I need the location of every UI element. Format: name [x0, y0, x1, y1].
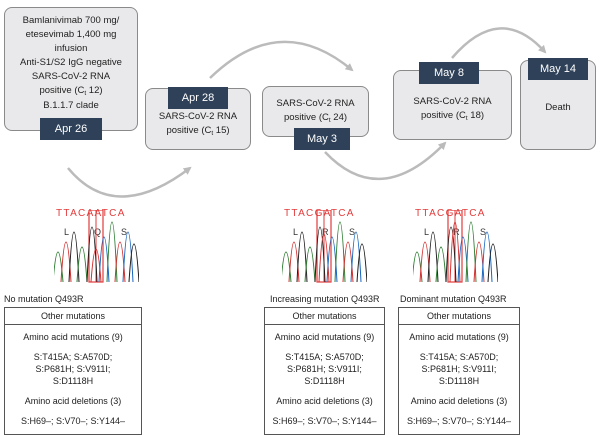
trace-peak [449, 221, 461, 283]
trace-peak [314, 226, 326, 283]
trace-peak [106, 221, 118, 283]
aa-label: R [322, 227, 329, 237]
trace-peak [296, 231, 308, 283]
dna-sequence: TTACGATCA [415, 208, 486, 219]
table-header: Other mutations [265, 308, 384, 325]
aa-mut-title: Amino acid mutations (9) [274, 332, 375, 342]
date-apr28: Apr 28 [168, 87, 228, 109]
aa-mut-line: S:D1118H [438, 376, 480, 386]
table-header: Other mutations [399, 308, 519, 325]
event-text: Bamlanivimab 700 mg/ [22, 15, 120, 26]
aa-mut-line: S:T415A; S:A570D; [285, 352, 364, 362]
trace-peak [334, 221, 346, 283]
event-text: Death [545, 102, 571, 113]
trace-peak [465, 221, 477, 283]
chromatogram-trace [282, 210, 367, 283]
chromatogram-panel-2: TTACGATCA L R S Increasing mutation Q493… [266, 0, 380, 304]
event-box-apr26: Bamlanivimab 700 mg/ etesevimab 1,400 mg… [4, 7, 138, 131]
aa-label: L [293, 227, 299, 237]
mutation-table-2: Other mutations Amino acid mutations (9)… [264, 307, 385, 435]
trace-peak [68, 231, 80, 283]
aa-mut-title: Amino acid mutations (9) [23, 332, 123, 342]
arrow-3 [324, 141, 447, 181]
event-text: B.1.1.7 clade [43, 100, 99, 111]
aa-label: L [424, 227, 430, 237]
aa-label: S [480, 227, 487, 237]
trace-peak [350, 231, 362, 283]
aa-del-title: Amino acid deletions (3) [24, 396, 122, 406]
trace-peak [304, 246, 316, 283]
trace-peak [86, 226, 98, 283]
aa-del-line: S:H69–; S:V70–; S:Y144– [406, 416, 512, 426]
arrow-2 [209, 40, 354, 79]
ct-value: positive (Ct 18) [420, 109, 485, 122]
trace-peak [481, 231, 493, 283]
ct-value: positive (Ct 24) [283, 112, 348, 124]
event-text: infusion [54, 43, 88, 54]
date-may8: May 8 [419, 62, 479, 84]
aa-mut-line: S:P681H; S:V911I; [287, 364, 362, 374]
trace-peak [76, 246, 88, 283]
date-may14: May 14 [528, 58, 588, 80]
aa-del-title: Amino acid deletions (3) [410, 396, 508, 406]
mutation-table-1: Other mutations Amino acid mutations (9)… [4, 307, 142, 435]
chromatogram-caption: No mutation Q493R [4, 294, 84, 304]
aa-label: L [64, 227, 70, 237]
chromatogram-caption: Dominant mutation Q493R [400, 294, 507, 304]
aa-mut-title: Amino acid mutations (9) [409, 332, 509, 342]
chromatogram-panel-3: TTACGATCA L R S Dominant mutation Q493R [400, 0, 507, 304]
trace-peak [128, 243, 139, 283]
aa-mut-line: S:D1118H [52, 376, 94, 386]
event-text: SARS-CoV-2 RNA [276, 98, 355, 109]
arrow-1 [67, 166, 192, 198]
aa-label: S [121, 227, 128, 237]
aa-mut-line: S:T415A; S:A570D; [419, 352, 499, 362]
aa-del-title: Amino acid deletions (3) [276, 396, 373, 406]
aa-label: S [349, 227, 356, 237]
dna-sequence: TTACGATCA [284, 208, 355, 219]
date-apr26: Apr 26 [40, 118, 102, 140]
ct-value: positive (Ct 15) [166, 124, 230, 137]
trace-peak [427, 231, 439, 283]
mutation-table-3: Other mutations Amino acid mutations (9)… [398, 307, 520, 435]
trace-peak [356, 243, 367, 283]
chromatogram-caption: Increasing mutation Q493R [270, 294, 380, 304]
date-may3: May 3 [294, 128, 350, 150]
table-header: Other mutations [5, 308, 141, 325]
aa-label: R [453, 227, 460, 237]
chromatogram-panel-1: TTACAATCA L Q S No mutation Q493R [4, 0, 139, 304]
event-text: etesevimab 1,400 mg [25, 29, 117, 40]
aa-label: Q [94, 227, 102, 237]
event-text: SARS-CoV-2 RNA [413, 95, 492, 107]
aa-del-line: S:H69–; S:V70–; S:Y144– [272, 416, 377, 426]
ct-value: positive (Ct 12) [39, 85, 103, 97]
dna-sequence: TTACAATCA [56, 208, 126, 219]
aa-mut-line: S:D1118H [304, 376, 345, 386]
aa-mut-line: S:P681H; S:V911I; [35, 364, 111, 374]
event-text: SARS-CoV-2 RNA [31, 71, 111, 82]
event-text: Anti-S1/S2 IgG negative [20, 57, 122, 68]
chromatogram-trace [413, 210, 498, 283]
trace-peak [122, 231, 134, 283]
aa-mut-line: S:T415A; S:A570D; [33, 352, 113, 362]
aa-del-line: S:H69–; S:V70–; S:Y144– [20, 416, 126, 426]
trace-peak [435, 246, 447, 283]
aa-mut-line: S:P681H; S:V911I; [421, 364, 497, 374]
trace-peak [487, 243, 498, 283]
arrow-4 [451, 27, 547, 59]
trace-peak [445, 226, 457, 283]
chromatogram-trace [54, 210, 139, 283]
event-text: SARS-CoV-2 RNA [158, 110, 238, 122]
